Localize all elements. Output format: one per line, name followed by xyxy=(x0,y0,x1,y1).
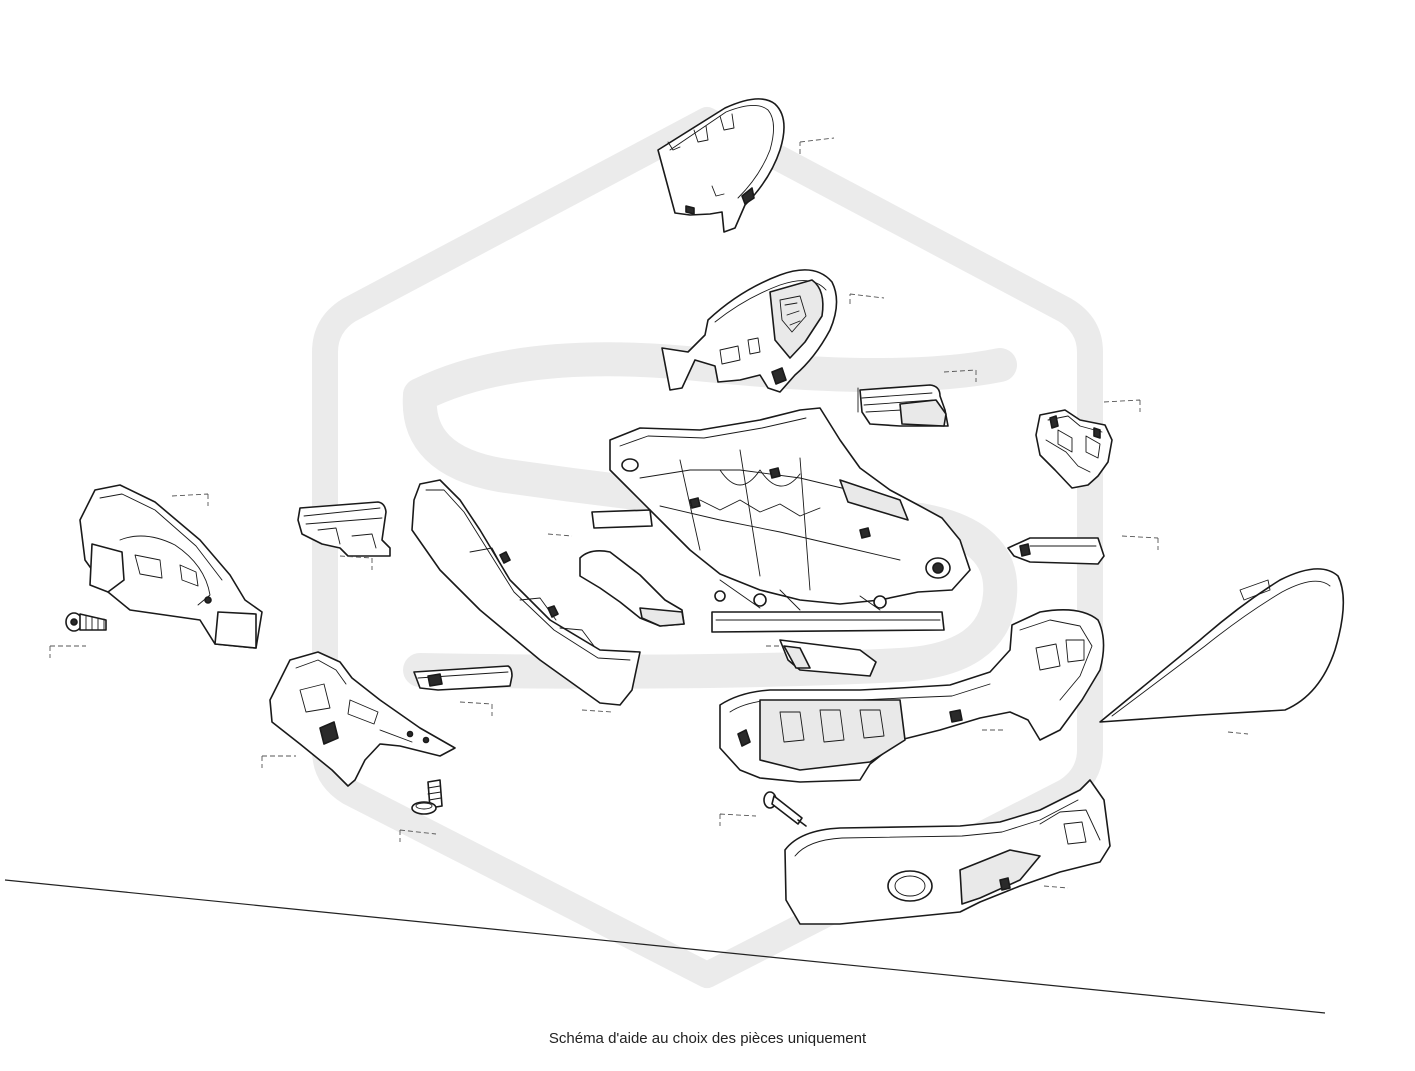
side-shield-outer-cover[interactable] xyxy=(1099,568,1345,723)
callout-line xyxy=(581,709,613,713)
clip-bracket-right[interactable] xyxy=(1035,409,1113,489)
callout-line xyxy=(849,293,885,304)
callout-line xyxy=(1103,399,1141,412)
callout-line xyxy=(49,645,86,658)
seat-frame-assembly[interactable] xyxy=(591,407,971,633)
long-side-trim[interactable] xyxy=(411,479,641,706)
hinge-cover-left[interactable] xyxy=(297,501,391,557)
callout-line xyxy=(1043,885,1069,889)
small-handle-lower[interactable] xyxy=(413,665,513,691)
diagram-caption: Schéma d'aide au choix des pièces unique… xyxy=(548,1030,867,1047)
lower-trim-panel[interactable] xyxy=(784,779,1111,925)
adjuster-lever[interactable] xyxy=(579,550,685,627)
left-end-cover[interactable] xyxy=(79,484,263,649)
small-clip-right[interactable] xyxy=(1007,537,1105,565)
callout-line xyxy=(943,369,977,382)
bracket-plate[interactable] xyxy=(269,651,456,787)
callout-line xyxy=(719,813,757,826)
callout-line xyxy=(261,755,296,768)
callout-line xyxy=(547,533,573,537)
callout-line xyxy=(799,137,835,154)
ground-line xyxy=(4,879,1326,1014)
callout-line xyxy=(399,829,437,842)
upper-backrest-trim-cover[interactable] xyxy=(657,98,785,233)
lower-large-trim[interactable] xyxy=(719,609,1105,783)
callout-line xyxy=(1121,535,1159,550)
side-shield-inner-cover[interactable] xyxy=(661,269,838,393)
callout-line xyxy=(171,493,209,506)
callout-line xyxy=(339,555,373,570)
rivet[interactable] xyxy=(763,791,807,827)
bolt-left[interactable] xyxy=(65,612,107,632)
small-handle-cover[interactable] xyxy=(857,384,949,427)
bolt-center[interactable] xyxy=(411,779,443,815)
track-cover[interactable] xyxy=(779,639,877,677)
callout-line xyxy=(459,701,493,716)
callout-line xyxy=(1227,731,1249,735)
